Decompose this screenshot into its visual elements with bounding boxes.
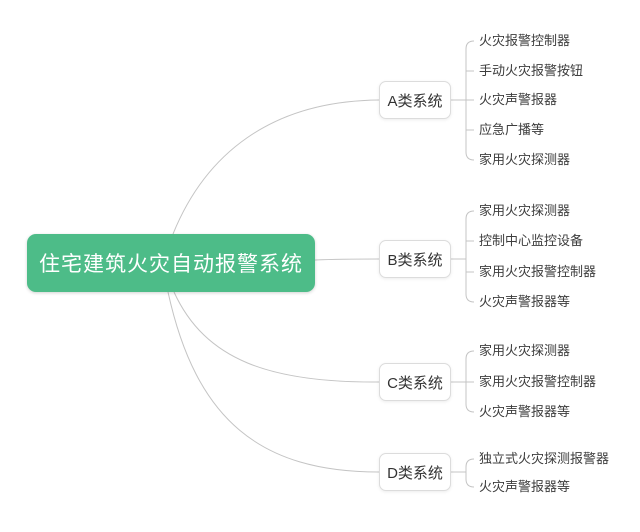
root-to-branch-curve xyxy=(314,258,380,261)
root-to-branch-curve xyxy=(167,291,380,473)
branch-node-d[interactable]: D类系统 xyxy=(379,453,451,491)
leaf-bracket xyxy=(465,210,475,303)
leaf-label[interactable]: 应急广播等 xyxy=(479,122,545,137)
leaf-label[interactable]: 家用火灾探测器 xyxy=(479,203,571,218)
branch-node-a[interactable]: A类系统 xyxy=(379,81,451,119)
leaf-label[interactable]: 独立式火灾探测报警器 xyxy=(479,451,610,466)
leaf-label[interactable]: 火灾声警报器等 xyxy=(479,479,571,494)
leaf-label[interactable]: 手动火灾报警按钮 xyxy=(479,63,584,78)
branch-node-b[interactable]: B类系统 xyxy=(379,240,451,278)
leaf-label[interactable]: 家用火灾报警控制器 xyxy=(479,264,597,279)
root-node[interactable]: 住宅建筑火灾自动报警系统 xyxy=(27,234,315,292)
leaf-label[interactable]: 家用火灾探测器 xyxy=(479,152,571,167)
leaf-bracket xyxy=(465,458,475,488)
leaf-label[interactable]: 火灾声警报器 xyxy=(479,92,558,107)
leaf-label[interactable]: 火灾声警报器等 xyxy=(479,404,571,419)
branch-node-c[interactable]: C类系统 xyxy=(379,363,451,401)
leaf-label[interactable]: 家用火灾探测器 xyxy=(479,343,571,358)
leaf-label[interactable]: 火灾报警控制器 xyxy=(479,33,571,48)
leaf-label[interactable]: 控制中心监控设备 xyxy=(479,233,584,248)
leaf-label[interactable]: 火灾声警报器等 xyxy=(479,294,571,309)
root-to-branch-curve xyxy=(172,99,380,235)
root-to-branch-curve xyxy=(173,291,380,383)
leaf-label[interactable]: 家用火灾报警控制器 xyxy=(479,374,597,389)
